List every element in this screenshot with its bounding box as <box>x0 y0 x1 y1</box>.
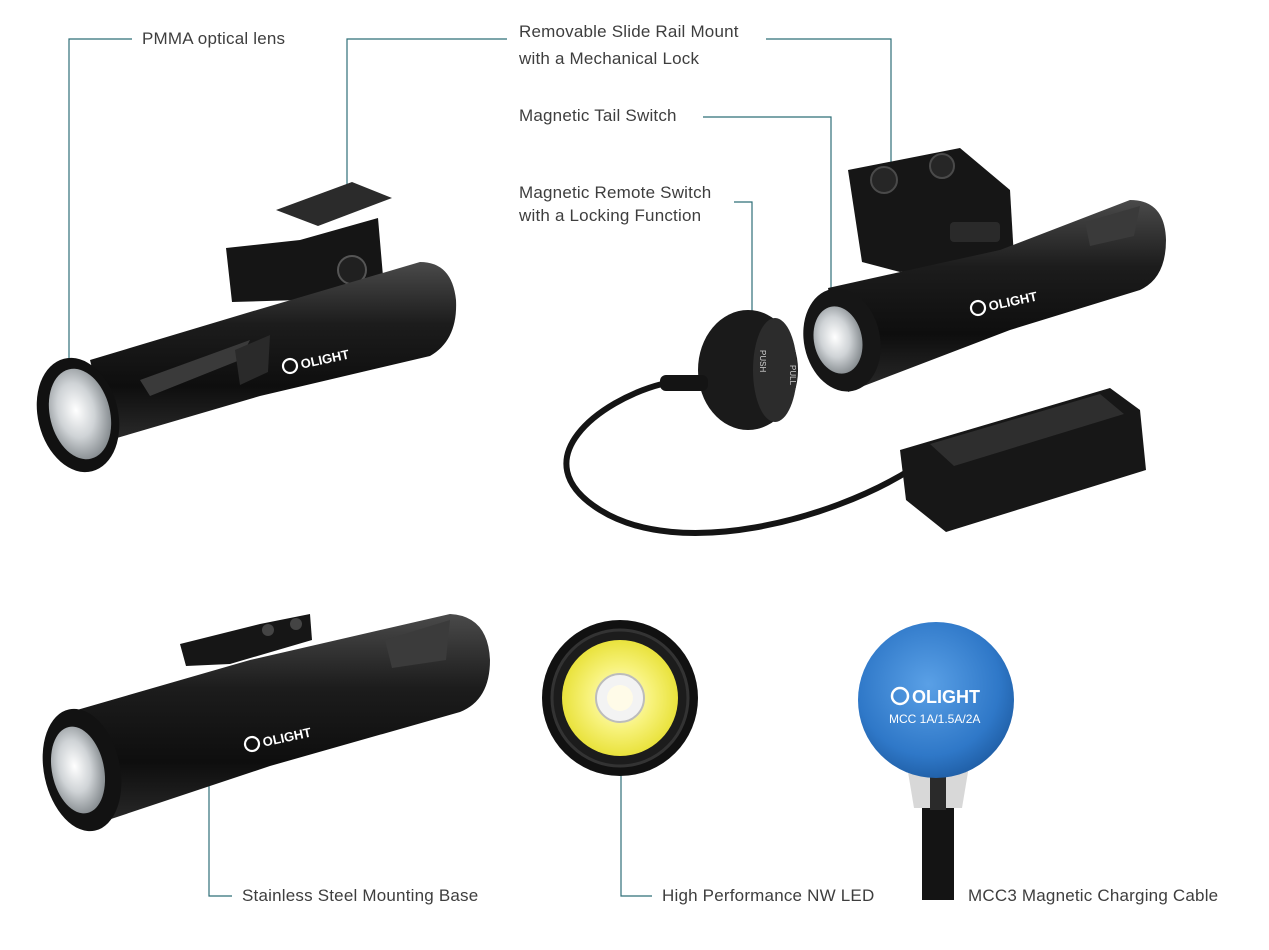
label-pmma-optical-lens: PMMA optical lens <box>142 29 286 48</box>
flashlight-with-mounting-base: OLIGHT <box>42 614 490 832</box>
label-remote-line1: Magnetic Remote Switch <box>519 183 712 202</box>
charger-spec-text: MCC 1A/1.5A/2A <box>889 712 980 726</box>
flashlight-3-grip <box>385 620 450 668</box>
olight-logo-ring <box>969 299 987 317</box>
charger-neck-core <box>930 770 946 810</box>
flashlight-2-body <box>828 200 1166 392</box>
rail-screw-2 <box>929 153 955 179</box>
flashlight-3-body <box>70 614 490 826</box>
flashlight-1-grip-2 <box>235 335 270 385</box>
led-head-view <box>542 620 698 776</box>
rail-mount-top <box>276 182 392 226</box>
flashlight-3-tail-switch <box>50 726 106 814</box>
base-screw-2 <box>290 618 302 630</box>
label-rail-line1: Removable Slide Rail Mount <box>519 22 739 41</box>
pressure-pad-top <box>930 394 1124 466</box>
remote-cable <box>563 381 913 536</box>
leader-pmma <box>68 38 132 408</box>
rail-mount-2-slot <box>950 222 1000 242</box>
olight-logo-ring <box>281 357 299 375</box>
flashlight-1-body <box>90 262 457 440</box>
charger-brand-text: OLIGHT <box>912 687 980 707</box>
label-magnetic-remote-switch: Magnetic Remote Switch with a Locking Fu… <box>519 181 711 227</box>
flashlight-1-grip-1 <box>140 340 250 396</box>
cable-strain-relief <box>660 375 708 391</box>
label-removable-slide-rail-mount: Removable Slide Rail Mount with a Mechan… <box>519 20 739 71</box>
charger-magnetic-head <box>858 622 1014 778</box>
label-mcc3-magnetic-charging-cable: MCC3 Magnetic Charging Cable <box>968 886 1219 905</box>
flashlight-2-grip <box>1085 206 1140 246</box>
led-emitter <box>607 685 633 711</box>
label-high-performance-nw-led: High Performance NW LED <box>662 886 875 905</box>
pmma-lens <box>48 368 112 460</box>
flashlight-with-rail-mount: OLIGHT <box>36 182 457 473</box>
base-screw-1 <box>262 624 274 636</box>
rail-screw-1 <box>870 166 898 194</box>
magnetic-tail-switch <box>813 306 863 374</box>
charger-logo-ring <box>890 686 910 706</box>
leader-rail-mount <box>346 38 507 205</box>
label-rail-line2: with a Mechanical Lock <box>519 49 700 68</box>
label-stainless-steel-mounting-base: Stainless Steel Mounting Base <box>242 886 479 905</box>
olight-logo-ring <box>243 735 261 753</box>
stainless-mounting-base <box>180 614 312 666</box>
cap-pull-label: PULL <box>788 365 797 386</box>
remote-switch-face <box>753 318 797 422</box>
flashlight-exploded-view: OLIGHT PUSH PULL <box>563 148 1166 536</box>
leader-rail-mount-right <box>766 38 892 217</box>
label-magnetic-tail-switch: Magnetic Tail Switch <box>519 106 677 125</box>
leader-tail-switch <box>703 116 832 330</box>
mcc3-charger: OLIGHT MCC 1A/1.5A/2A <box>858 622 1014 900</box>
cap-push-label: PUSH <box>758 350 767 372</box>
label-remote-line2: with a Locking Function <box>519 206 702 225</box>
